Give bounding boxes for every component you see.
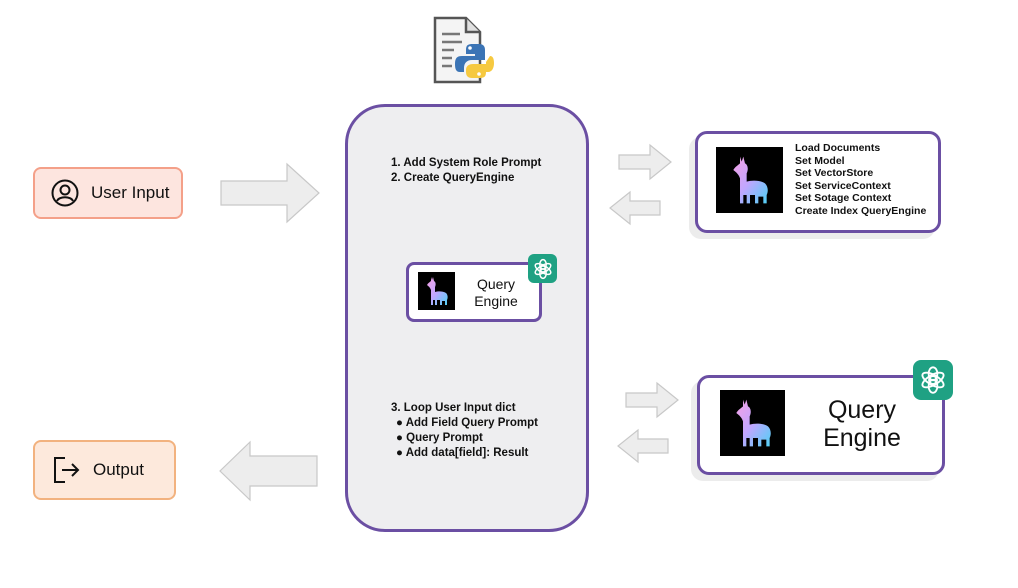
index-step-2: Set Model (795, 154, 845, 167)
arrow-panel-to-right-bottom (625, 381, 679, 419)
arrow-right-top-to-panel (609, 190, 661, 226)
query-engine-line1: Query (827, 396, 897, 424)
step-3-bullet-3-text: Add data[field]: Result (405, 447, 529, 459)
llama-logo-icon (720, 390, 785, 456)
query-engine-inner-line2: Engine (474, 293, 518, 309)
user-circle-icon (51, 179, 79, 207)
arrow-right-bottom-to-panel (617, 428, 669, 464)
step-3-bullet-2: ● Query Prompt (396, 432, 483, 444)
output-box: Output (33, 440, 176, 500)
arrow-panel-to-right-top (618, 143, 672, 181)
index-step-6: Create Index QueryEngine (795, 204, 927, 217)
query-engine-inner-line1: Query (476, 276, 516, 292)
user-input-box: User Input (33, 167, 183, 219)
exit-icon (51, 455, 81, 485)
steps-top: 1. Add System Role Prompt 2. Create Quer… (391, 156, 541, 186)
python-file-icon (432, 16, 494, 88)
arrow-input-to-panel (220, 162, 320, 224)
index-step-3: Set VectorStore (795, 167, 874, 180)
step-3-bullet-1-text: Add Field Query Prompt (405, 417, 538, 429)
step-3-bullet-2-text: Query Prompt (406, 432, 483, 444)
index-step-5: Set Sotage Context (795, 192, 892, 205)
llama-logo-icon (716, 147, 783, 213)
openai-logo-icon (913, 360, 953, 400)
query-engine-label: Query Engine (808, 396, 916, 452)
step-3-bullet-1: ● Add Field Query Prompt (396, 417, 538, 429)
index-step-4: Set ServiceContext (795, 179, 891, 192)
query-engine-line2: Engine (823, 424, 901, 452)
step-3-bullet-3: ● Add data[field]: Result (396, 447, 529, 459)
index-step-1: Load Documents (795, 142, 881, 154)
output-label: Output (93, 460, 145, 479)
openai-logo-icon (528, 254, 557, 283)
step-1: 1. Add System Role Prompt (391, 157, 542, 169)
step-3: 3. Loop User Input dict (391, 402, 516, 414)
step-2: 2. Create QueryEngine (391, 172, 515, 184)
user-input-label: User Input (91, 183, 170, 202)
llama-logo-icon (418, 272, 455, 310)
steps-bottom: 3. Loop User Input dict ● Add Field Quer… (391, 401, 538, 461)
query-engine-inner-label: Query Engine (464, 276, 528, 310)
arrow-panel-to-output (219, 440, 318, 502)
index-setup-list: Load Documents Set Model Set VectorStore… (795, 142, 926, 218)
